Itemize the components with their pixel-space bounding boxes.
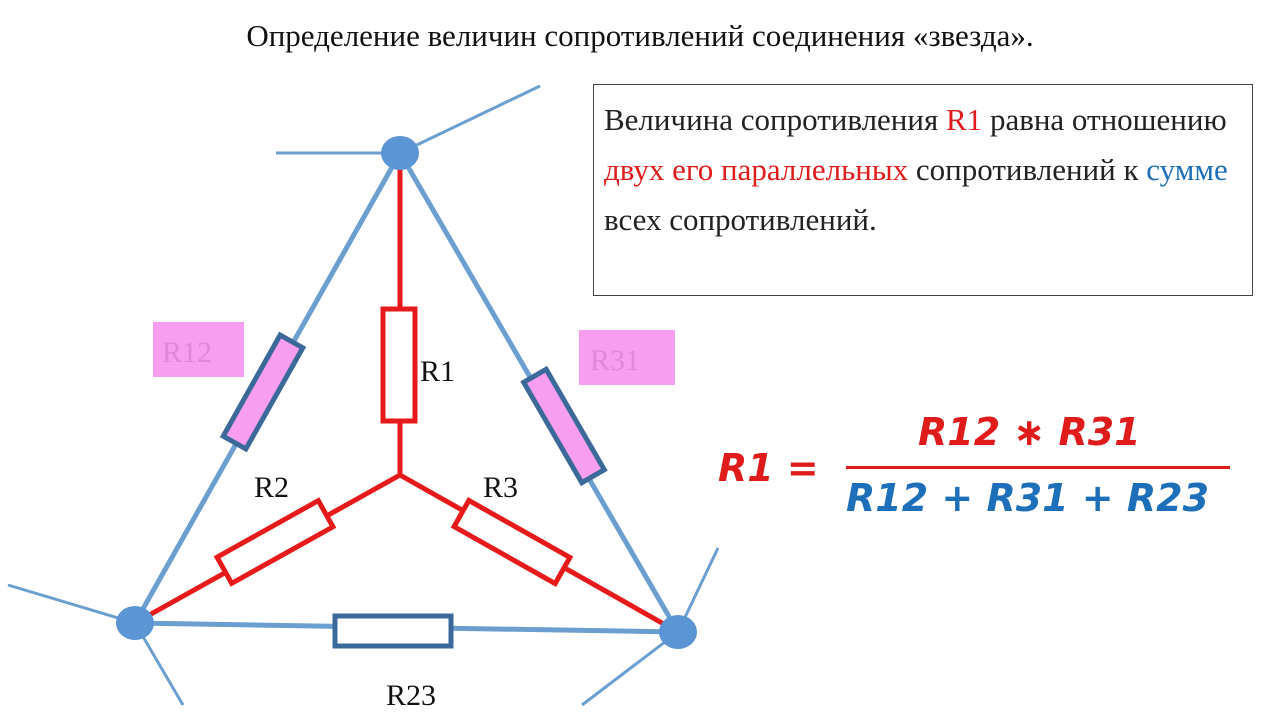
r2-label: R2	[254, 471, 289, 504]
explanation-emph-sum: сумме	[1146, 152, 1228, 187]
explanation-emph-parallel: двух его параллельных	[604, 152, 909, 187]
resistor-r12	[219, 331, 307, 453]
node-left	[116, 606, 154, 640]
formula-fraction-bar	[846, 466, 1230, 469]
formula-lhs: R1 =	[718, 446, 819, 490]
r3-label: R3	[483, 471, 518, 504]
lead-left-1	[7, 583, 136, 625]
r23-label: R23	[386, 679, 436, 712]
explanation-box: Величина сопротивления R1 равна отношени…	[593, 84, 1253, 296]
node-top	[381, 136, 419, 170]
explanation-text-2: равна отношению	[982, 102, 1227, 137]
resistor-r3	[450, 497, 574, 587]
r12-label-highlight	[153, 322, 244, 377]
page-title: Определение величин сопротивлений соедин…	[246, 18, 1034, 53]
explanation-text-1: Величина сопротивления	[604, 102, 946, 137]
formula-denominator: R12 + R31 + R23	[846, 476, 1210, 520]
resistor-r1	[380, 306, 418, 424]
node-right	[659, 615, 697, 649]
formula-numerator: R12 ∗ R31	[918, 410, 1141, 454]
lead-top-right	[399, 84, 541, 155]
explanation-text-4: всех сопротивлений.	[604, 202, 877, 237]
resistor-r23	[332, 613, 454, 649]
resistor-r31	[520, 365, 608, 487]
explanation-r1: R1	[946, 102, 983, 137]
r1-label: R1	[420, 355, 455, 388]
lead-right-2	[581, 630, 679, 707]
resistor-r2	[213, 497, 337, 587]
r12-label: R12	[162, 336, 212, 369]
explanation-text-3: сопротивлений к	[908, 152, 1147, 187]
r31-label: R31	[590, 344, 640, 377]
r31-label-highlight	[579, 330, 675, 385]
